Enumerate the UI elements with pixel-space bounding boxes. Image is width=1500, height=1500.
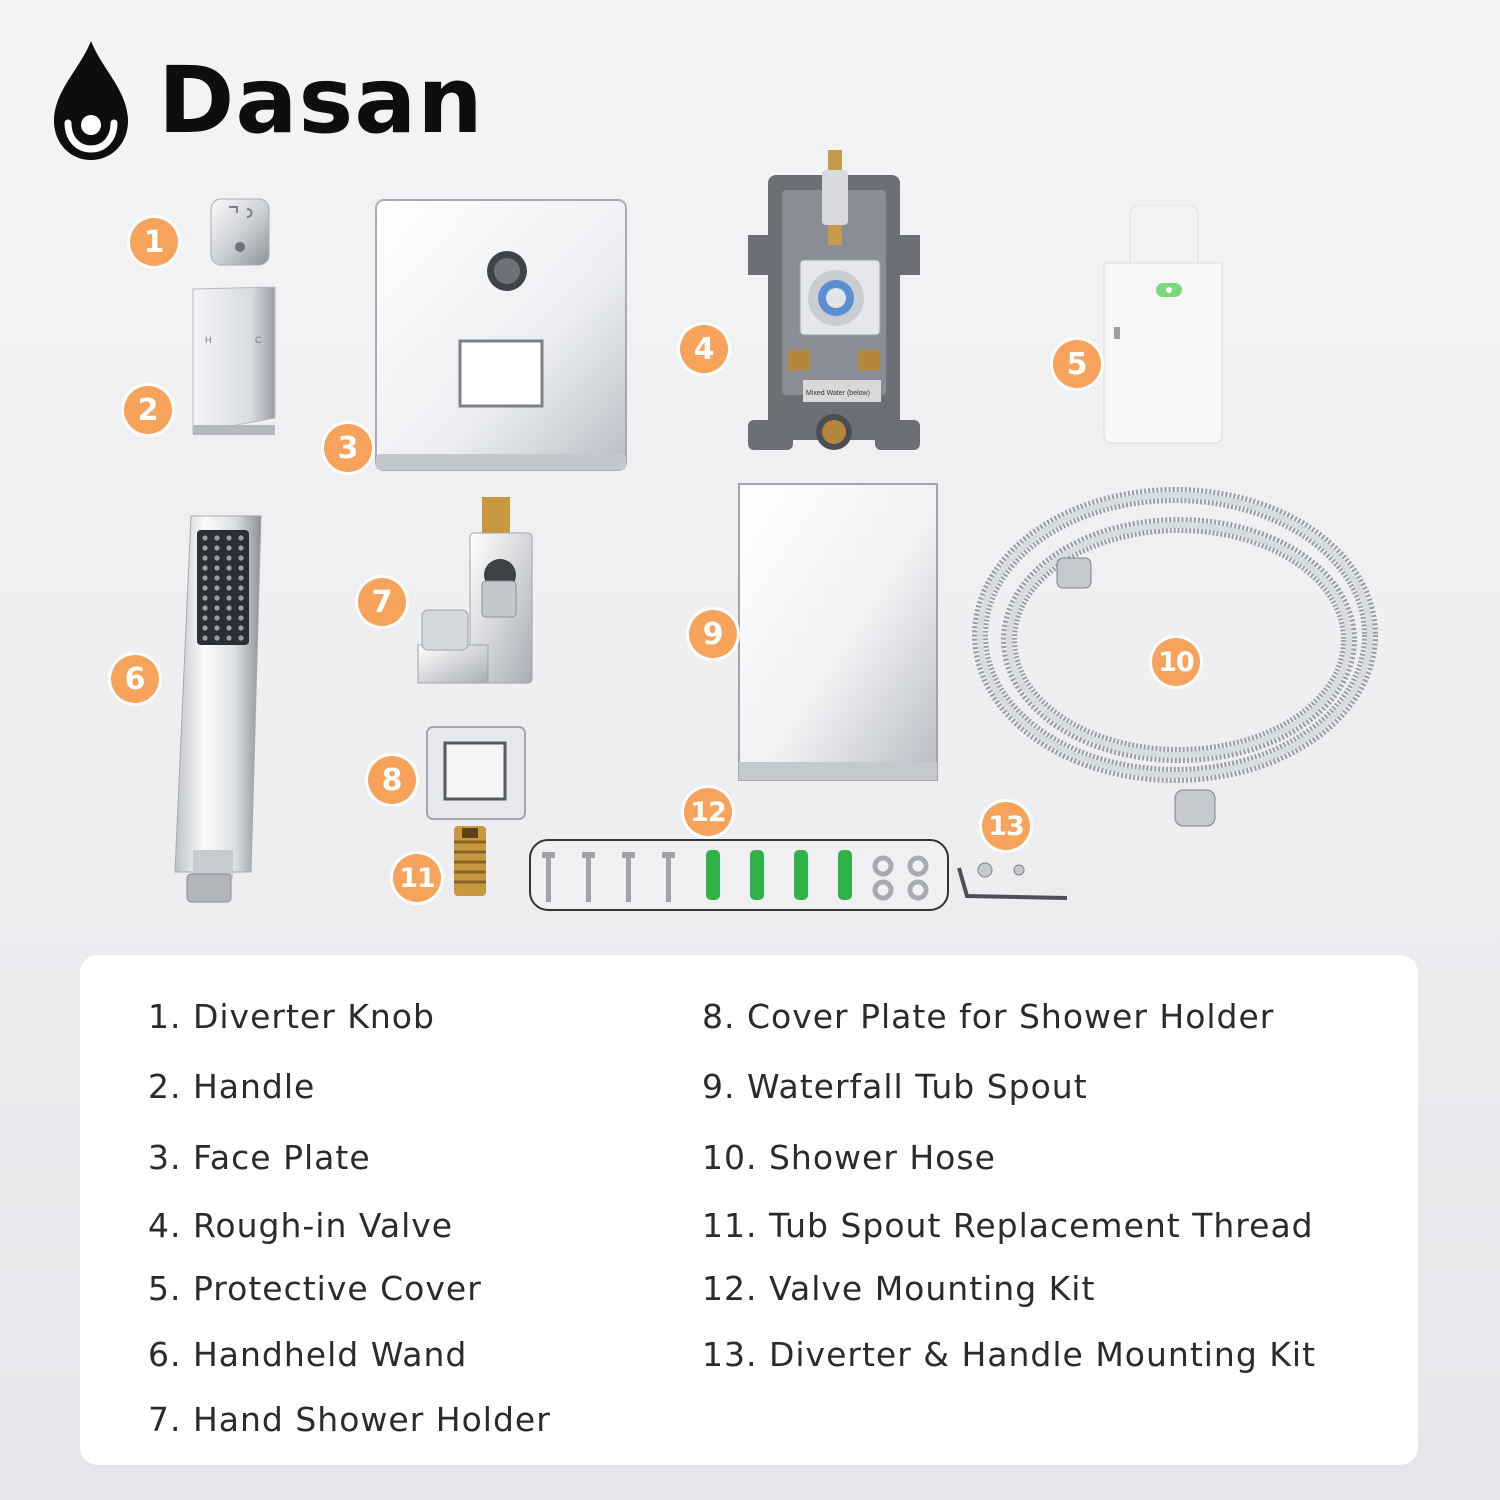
nozzle-dot — [202, 615, 208, 621]
legend-item-5: 5. Protective Cover — [148, 1269, 482, 1308]
legend-item-12: 12. Valve Mounting Kit — [702, 1269, 1096, 1308]
rough-in-valve-image: Mixed Water (below) — [748, 150, 920, 450]
product-photo: Dasan H C — [50, 36, 1378, 911]
nozzle-dot — [238, 625, 244, 631]
nozzle-dot — [202, 595, 208, 601]
badge-8: 8 — [368, 756, 416, 804]
badge-1: 1 — [130, 218, 178, 266]
diverter-knob-image — [210, 198, 270, 266]
nozzle-dot — [202, 565, 208, 571]
nozzle-dot — [238, 635, 244, 641]
nozzle-dot — [214, 535, 220, 541]
nozzle-dot — [214, 575, 220, 581]
badge-11: 11 — [393, 854, 441, 902]
legend-item-13: 13. Diverter & Handle Mounting Kit — [702, 1335, 1317, 1374]
water-drop-icon — [54, 41, 128, 160]
badge-12: 12 — [684, 788, 732, 836]
brand-name: Dasan — [158, 47, 484, 154]
badge-5: 5 — [1053, 340, 1101, 388]
legend-item-6: 6. Handheld Wand — [148, 1335, 468, 1374]
nozzle-dot — [214, 605, 220, 611]
nozzle-dot — [226, 605, 232, 611]
nozzle-dot — [238, 595, 244, 601]
face-plate-image — [375, 199, 627, 471]
nozzle-dot — [238, 575, 244, 581]
nozzle-dot — [226, 625, 232, 631]
badge-6: 6 — [111, 655, 159, 703]
valve-mounting-kit-image — [529, 839, 949, 911]
legend-item-9: 9. Waterfall Tub Spout — [702, 1067, 1088, 1106]
handle-cold-mark: C — [255, 335, 262, 345]
legend-item-11: 11. Tub Spout Replacement Thread — [702, 1206, 1314, 1245]
badge-7: 7 — [358, 578, 406, 626]
nozzle-dot — [214, 565, 220, 571]
handle-image: H C — [192, 286, 276, 435]
nozzle-dot — [214, 555, 220, 561]
nozzle-dot — [202, 545, 208, 551]
nozzle-dot — [202, 605, 208, 611]
nozzle-dot — [238, 605, 244, 611]
legend-item-4: 4. Rough-in Valve — [148, 1206, 454, 1245]
nozzle-dot — [202, 625, 208, 631]
handle-hot-mark: H — [205, 335, 212, 345]
nozzle-dot — [214, 585, 220, 591]
nozzle-dot — [214, 615, 220, 621]
badge-2: 2 — [124, 386, 172, 434]
handle-mounting-kit-image — [957, 862, 1068, 900]
nozzle-dot — [226, 595, 232, 601]
nozzle-dot — [214, 595, 220, 601]
legend-item-3: 3. Face Plate — [148, 1138, 371, 1177]
nozzle-dot — [202, 555, 208, 561]
nozzle-dot — [238, 555, 244, 561]
nozzle-dot — [226, 575, 232, 581]
nozzle-dot — [226, 555, 232, 561]
brand-logo: Dasan — [50, 36, 484, 166]
nozzle-dot — [226, 585, 232, 591]
nozzle-dot — [214, 545, 220, 551]
nozzle-dot — [226, 535, 232, 541]
nozzle-dot — [226, 565, 232, 571]
nozzle-dot — [202, 535, 208, 541]
badge-13: 13 — [982, 802, 1030, 850]
badge-4: 4 — [680, 325, 728, 373]
legend-item-1: 1. Diverter Knob — [148, 997, 435, 1036]
legend-item-10: 10. Shower Hose — [702, 1138, 996, 1177]
nozzle-dot — [202, 575, 208, 581]
tub-spout-thread-image — [454, 826, 486, 896]
nozzle-dot — [202, 635, 208, 641]
legend-item-2: 2. Handle — [148, 1067, 316, 1106]
nozzle-dot — [238, 585, 244, 591]
badge-3: 3 — [324, 424, 372, 472]
parts-legend: 1. Diverter Knob 2. Handle 3. Face Plate… — [80, 955, 1418, 1465]
shower-hose-image — [972, 487, 1378, 827]
handheld-wand-image — [174, 515, 262, 903]
nozzle-dot — [226, 635, 232, 641]
hand-shower-holder-image — [417, 497, 533, 684]
nozzle-dot — [238, 535, 244, 541]
badge-9: 9 — [689, 610, 737, 658]
nozzle-dot — [214, 625, 220, 631]
nozzle-dot — [238, 615, 244, 621]
nozzle-dot — [238, 545, 244, 551]
nozzle-dot — [226, 545, 232, 551]
valve-label: Mixed Water (below) — [806, 390, 870, 397]
nozzle-dot — [214, 635, 220, 641]
nozzle-dot — [202, 585, 208, 591]
cover-plate-holder-image — [426, 726, 526, 820]
nozzle-dot — [238, 565, 244, 571]
badge-10: 10 — [1152, 638, 1200, 686]
legend-item-7: 7. Hand Shower Holder — [148, 1400, 551, 1439]
protective-cover-image — [1103, 205, 1223, 444]
waterfall-spout-image — [738, 483, 938, 781]
legend-item-8: 8. Cover Plate for Shower Holder — [702, 997, 1275, 1036]
nozzle-dot — [226, 615, 232, 621]
